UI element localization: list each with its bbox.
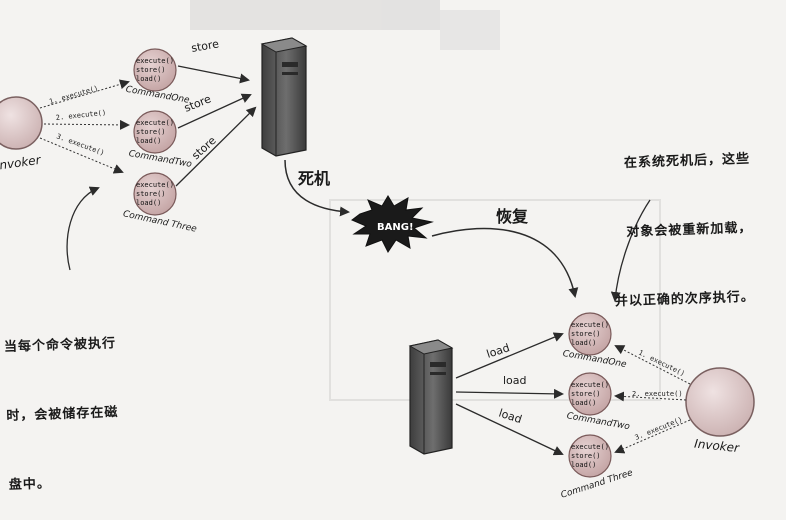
top-command-two-method-2: store() (136, 128, 166, 136)
crash-arrow (284, 159, 350, 217)
store-arrow-3 (175, 106, 257, 187)
top-command-three-method-3: load() (136, 199, 161, 207)
top-execute-arrows (39, 79, 130, 174)
left-note-line-3: 盘中。 (8, 476, 52, 493)
bottom-execute-arrows (614, 345, 691, 454)
top-command-two-method-1: execute() (136, 119, 174, 127)
left-note-line-2: 时，会被储存在磁 (6, 405, 119, 424)
load-arrow-1 (455, 332, 564, 379)
bottom-command-two-method-3: load() (571, 399, 596, 407)
bottom-command-two-method-1: execute() (571, 381, 609, 389)
load-label-3: load (497, 406, 523, 426)
top-execute-arrow-1 (39, 79, 130, 109)
bottom-execute-arrow-1 (614, 345, 691, 385)
background-page-texture (190, 0, 661, 401)
recover-label: 恢复 (496, 207, 529, 226)
recover-arrow (431, 227, 579, 298)
bottom-call-2: 2. execute() (632, 390, 683, 398)
top-invoker: Invoker (0, 96, 43, 173)
top-command-three-method-2: store() (136, 190, 166, 198)
right-note-line-3: 并以正确的次序执行。 (614, 289, 756, 310)
top-server (260, 37, 308, 157)
bang-burst: BANG! (351, 195, 434, 253)
bottom-call-1: 1. execute() (637, 349, 686, 378)
bottom-invoker-label: Invoker (694, 437, 741, 456)
bottom-command-three-method-1: execute() (571, 443, 609, 451)
top-command-one: execute() store() load() CommandOne (125, 48, 191, 106)
top-command-three: execute() store() load() Command Three (122, 172, 198, 235)
bottom-command-two-name: CommandTwo (566, 411, 631, 432)
crash-label: 死机 (298, 169, 330, 188)
command-pattern-diagram: Invoker 1. execute() 2. execute() 3. exe… (0, 0, 755, 501)
store-label-1: store (190, 37, 220, 55)
top-execute-arrow-2 (43, 119, 130, 130)
top-call-2: 2. execute() (55, 109, 106, 122)
bottom-command-one-method-1: execute() (571, 321, 609, 329)
store-arrows (175, 65, 257, 187)
right-note-pointer (610, 199, 651, 302)
top-command-two-method-3: load() (136, 137, 161, 145)
bottom-command-one-method-3: load() (571, 339, 596, 347)
left-note-pointer (66, 186, 100, 271)
right-note-line-2: 对象会被重新加载， (626, 220, 753, 240)
top-command-one-method-2: store() (136, 66, 166, 74)
top-command-one-method-1: execute() (136, 57, 174, 65)
bottom-command-three-method-3: load() (571, 461, 596, 469)
bottom-command-three-method-2: store() (571, 452, 601, 460)
top-call-3: 3. execute() (55, 132, 105, 157)
top-invoker-label: Invoker (0, 153, 42, 173)
bottom-command-one-method-2: store() (571, 330, 601, 338)
top-call-1: 1. execute() (48, 84, 99, 106)
left-note-line-1: 当每个命令被执行 (3, 336, 117, 355)
right-note-line-1: 在系统死机后，这些 (623, 151, 751, 171)
bottom-server (408, 339, 454, 455)
bang-text: BANG! (377, 222, 414, 233)
load-label-2: load (503, 374, 527, 387)
bottom-command-two-method-2: store() (571, 390, 601, 398)
bottom-call-3: 3. execute() (634, 415, 684, 441)
bottom-command-two: execute() store() load() CommandTwo (566, 372, 631, 432)
bottom-command-three: execute() store() load() Command Three (560, 434, 635, 501)
top-command-one-method-3: load() (136, 75, 161, 83)
bottom-invoker: Invoker (685, 367, 755, 456)
left-note: 当每个命令被执行 时，会被储存在磁 盘中。 (2, 286, 122, 520)
load-arrow-2 (455, 388, 564, 399)
store-arrow-1 (177, 65, 250, 84)
load-arrows (455, 332, 564, 456)
right-note: 在系统死机后，这些 对象会被重新加载， 并以正确的次序执行。 (608, 102, 756, 337)
load-arrow-3 (455, 403, 564, 456)
store-arrow-2 (177, 93, 252, 129)
load-label-1: load (485, 341, 511, 361)
top-execute-arrow-3 (39, 137, 124, 174)
top-command-two: execute() store() load() CommandTwo (128, 110, 193, 170)
top-command-three-method-1: execute() (136, 181, 174, 189)
bottom-execute-arrow-3 (614, 419, 691, 454)
